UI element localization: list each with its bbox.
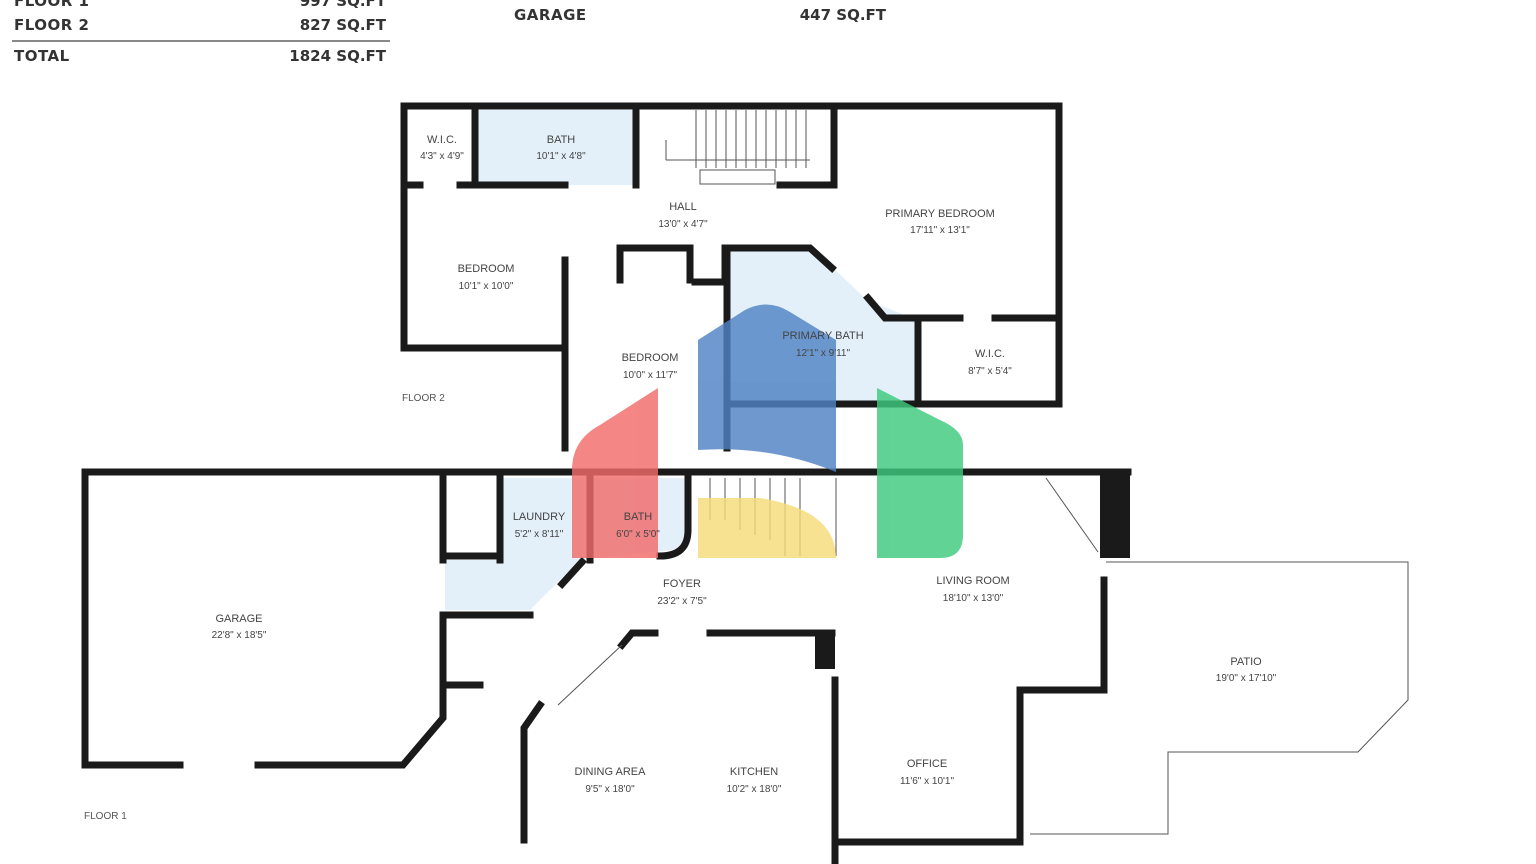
room-name: PATIO — [1230, 656, 1262, 668]
room-dims: 9'5" x 18'0" — [585, 784, 635, 795]
room-name: KITCHEN — [730, 766, 778, 778]
garage-area-value: 447 SQ.FT — [799, 6, 886, 24]
room-name: BATH — [624, 511, 653, 523]
room-name: LAUNDRY — [513, 511, 566, 523]
room-dims: 10'1" x 4'8" — [536, 151, 586, 162]
room-name: DINING AREA — [575, 766, 647, 778]
room-name: OFFICE — [907, 758, 947, 770]
room-name: W.I.C. — [427, 134, 457, 146]
floor1-area-label: FLOOR 1 — [14, 0, 90, 10]
floor2-area-value: 827 SQ.FT — [299, 16, 386, 34]
room-name: FOYER — [663, 578, 701, 590]
room-name: PRIMARY BEDROOM — [885, 208, 995, 220]
floor2-labels: W.I.C. 4'3" x 4'9" BATH 10'1" x 4'8" HAL… — [402, 134, 1012, 404]
floor2-stairs — [695, 110, 807, 168]
floor1-area-value: 997 SQ.FT — [299, 0, 386, 10]
room-dims: 6'0" x 5'0" — [616, 529, 660, 540]
floor1-labels: LAUNDRY 5'2" x 8'11" BATH 6'0" x 5'0" FO… — [84, 511, 1277, 822]
room-dims: 11'6" x 10'1" — [900, 776, 955, 787]
room-dims: 8'7" x 5'4" — [968, 366, 1012, 377]
floor1-label: FLOOR 1 — [84, 811, 127, 822]
room-dims: 13'0" x 4'7" — [658, 219, 708, 230]
room-dims: 10'1" x 10'0" — [459, 281, 514, 292]
room-dims: 23'2" x 7'5" — [657, 596, 707, 607]
room-dims: 5'2" x 8'11" — [515, 529, 564, 540]
garage-area-label: GARAGE — [514, 6, 587, 24]
room-name: W.I.C. — [975, 348, 1005, 360]
room-dims: 22'8" x 18'5" — [212, 630, 267, 641]
room-name: LIVING ROOM — [936, 575, 1009, 587]
room-dims: 10'2" x 18'0" — [727, 784, 782, 795]
floor2-label: FLOOR 2 — [402, 393, 445, 404]
room-dims: 10'0" x 11'7" — [623, 370, 678, 381]
room-name: BATH — [547, 134, 576, 146]
room-dims: 4'3" x 4'9" — [420, 151, 464, 162]
room-dims: 19'0" x 17'10" — [1216, 673, 1277, 684]
divider — [12, 40, 390, 42]
total-area-value: 1824 SQ.FT — [289, 47, 386, 65]
total-area-label: TOTAL — [14, 47, 70, 65]
room-name: PRIMARY BATH — [782, 330, 863, 342]
room-name: GARAGE — [215, 613, 262, 625]
room-dims: 12'1" x 9'11" — [796, 348, 851, 359]
room-name: BEDROOM — [622, 352, 679, 364]
room-name: HALL — [669, 201, 697, 213]
floor2-area-label: FLOOR 2 — [14, 16, 90, 34]
room-dims: 17'11" x 13'1" — [910, 225, 970, 236]
watermark-logo — [572, 304, 963, 558]
room-name: BEDROOM — [458, 263, 515, 275]
room-dims: 18'10" x 13'0" — [943, 593, 1004, 604]
